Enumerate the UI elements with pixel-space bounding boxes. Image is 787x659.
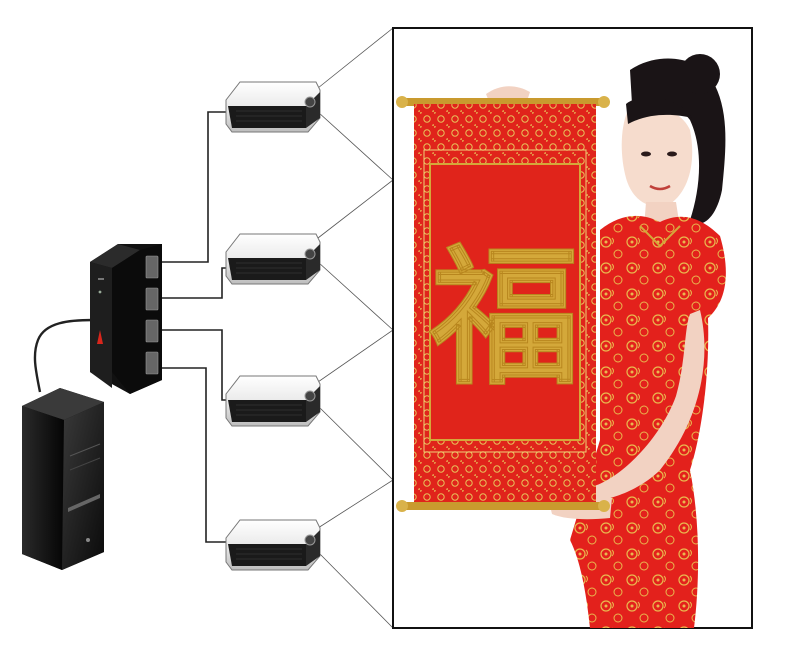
desktop-tower	[22, 388, 104, 570]
projector-3	[225, 375, 321, 427]
cables	[33, 111, 232, 543]
fu-character: 福	[429, 230, 580, 406]
fu-scroll: 福	[396, 96, 610, 512]
brand-logo-icon	[97, 330, 103, 344]
projection-beams	[317, 27, 394, 629]
projector-4	[225, 519, 321, 571]
screen-image	[486, 54, 726, 628]
video-splitter	[90, 244, 162, 394]
projector-1	[225, 81, 321, 133]
power-icon	[86, 538, 90, 542]
projector-2	[225, 233, 321, 285]
